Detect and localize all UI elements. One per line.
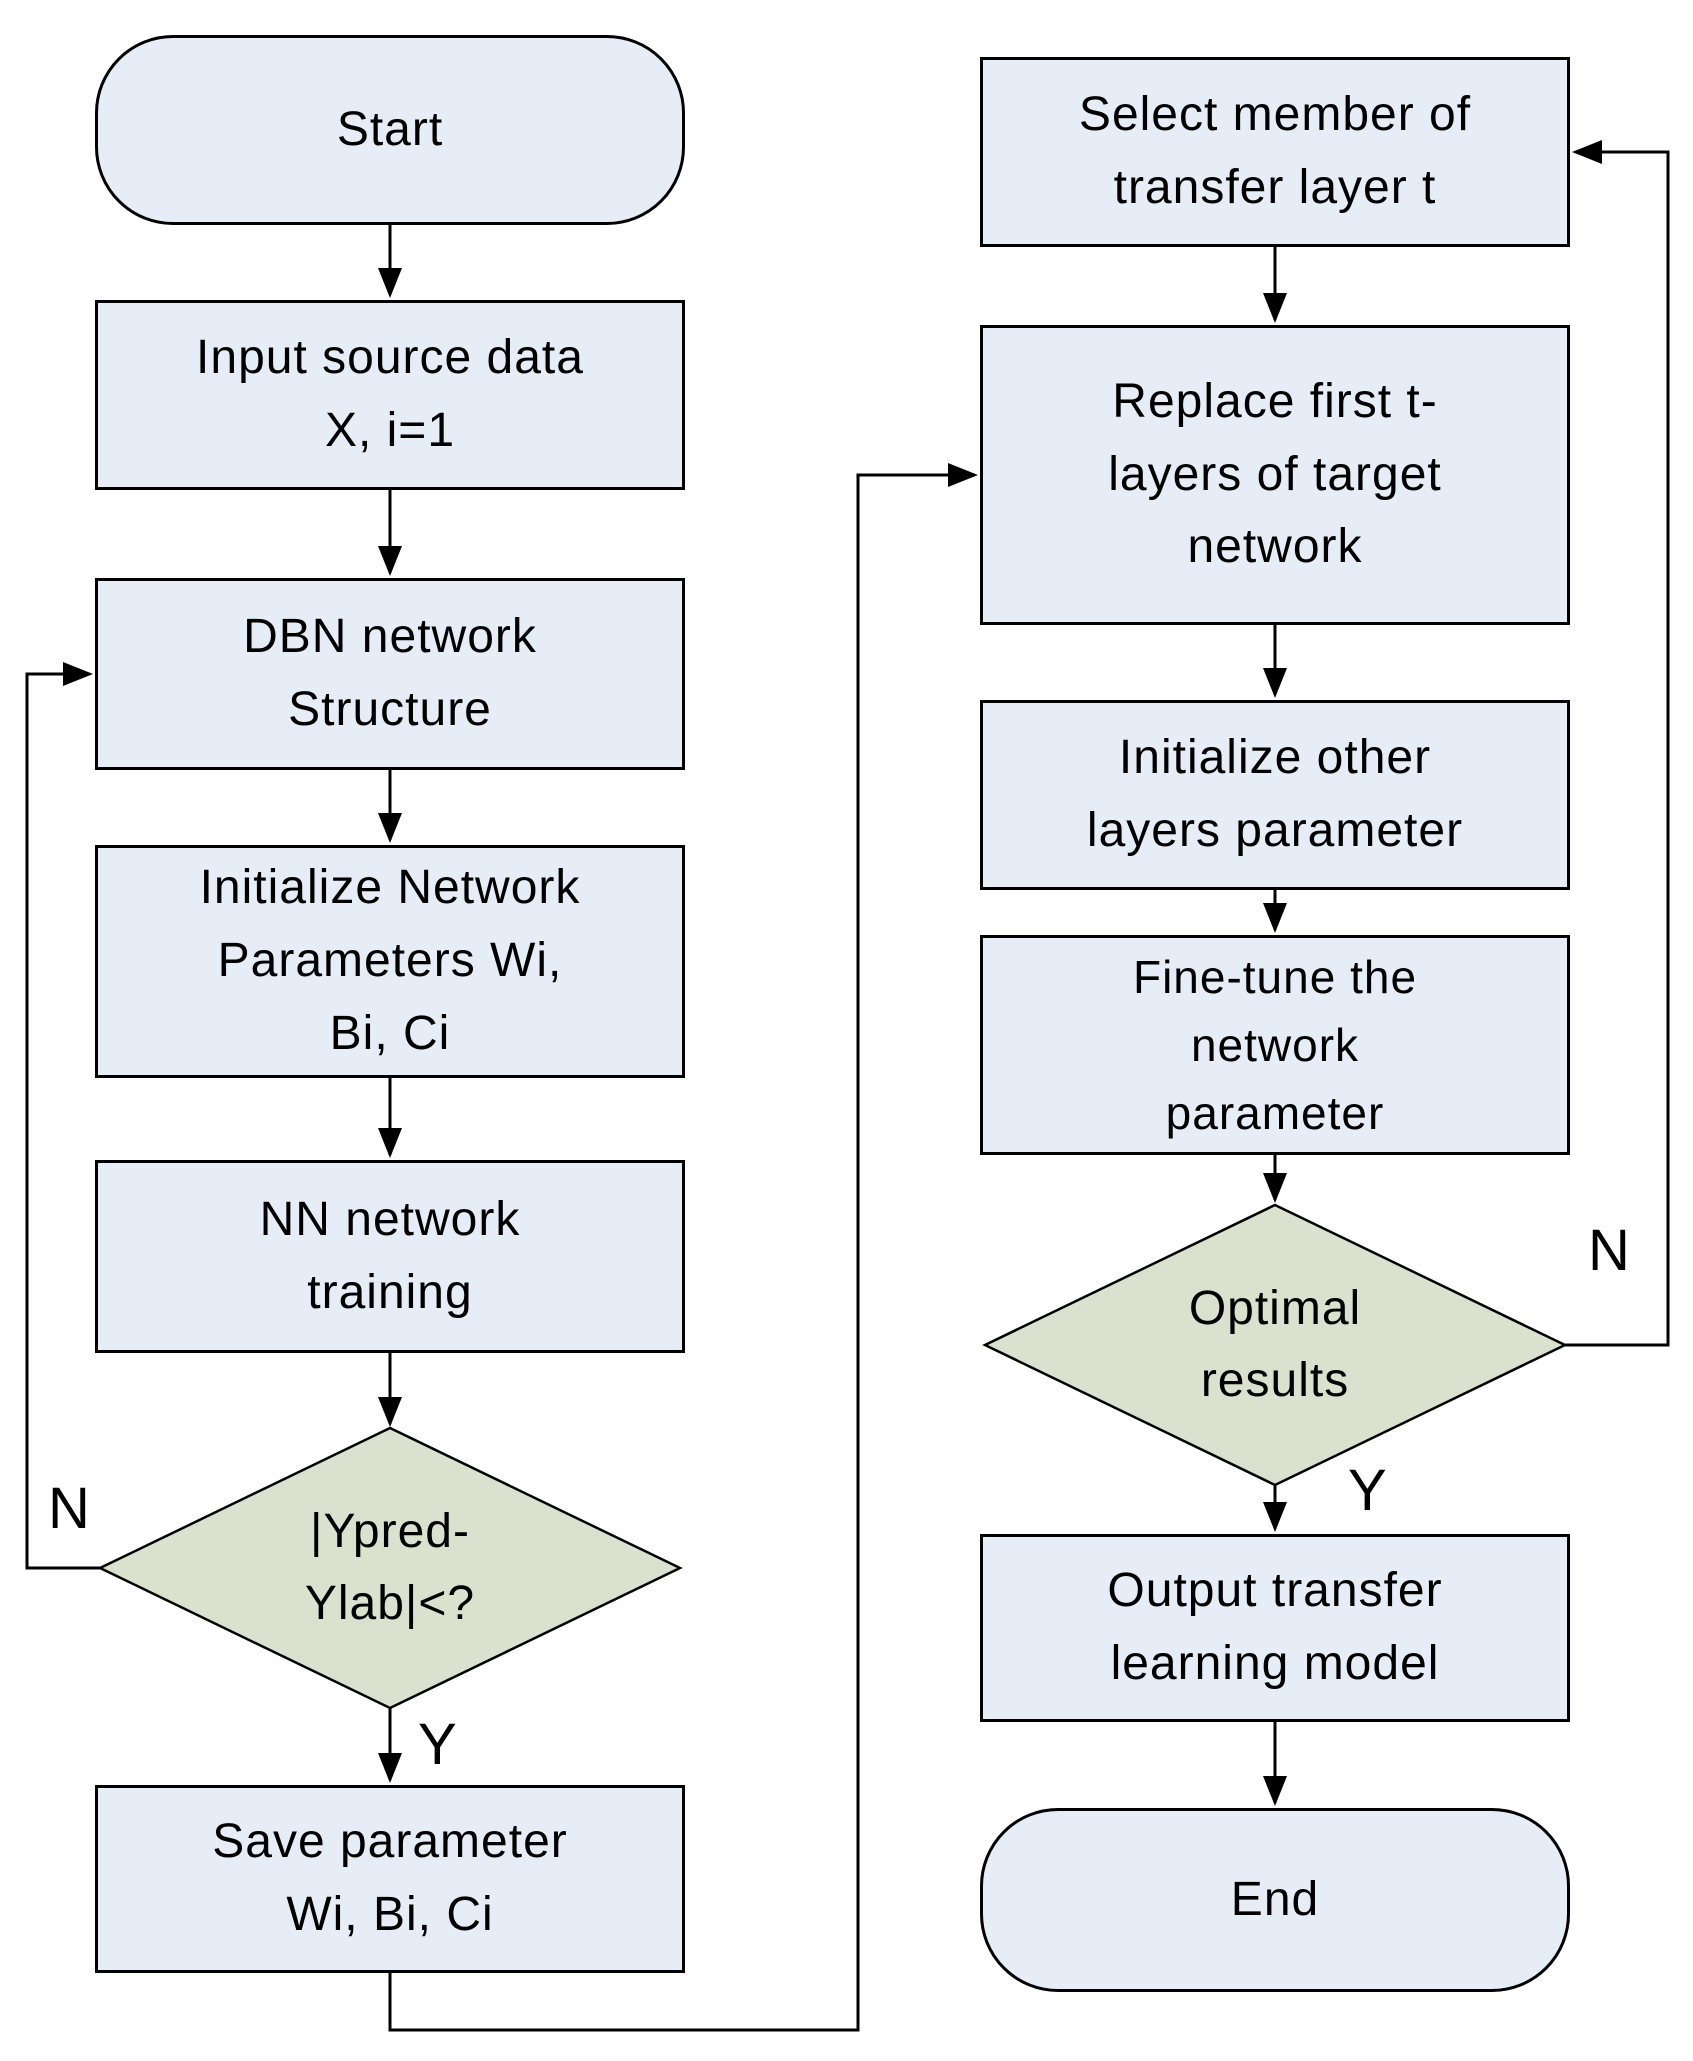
initialize-network-parameters-node: Initialize Network Parameters Wi, Bi, Ci — [95, 845, 685, 1078]
arrow-decision-no-loop — [25, 662, 100, 1570]
right-branch-yes-label: Y — [1348, 1458, 1387, 1523]
save-parameter-node: Save parameter Wi, Bi, Ci — [95, 1785, 685, 1973]
replace-layers-node: Replace first t- layers of target networ… — [980, 325, 1570, 625]
left-branch-yes-label: Y — [418, 1712, 457, 1777]
pred-check-diamond-shape — [97, 1426, 683, 1710]
right-branch-no-label: N — [1588, 1218, 1630, 1283]
start-node: Start — [95, 35, 685, 225]
nn-network-training-node: NN network training — [95, 1160, 685, 1353]
output-transfer-model-node: Output transfer learning model — [980, 1534, 1570, 1722]
arrow-optimal-no-loop — [1565, 140, 1670, 1347]
input-source-data-node: Input source data X, i=1 — [95, 300, 685, 490]
optimal-results-decision-label: Optimal results — [1188, 1282, 1362, 1407]
pred-check-decision-label: |Ypred- Ylab|<? — [304, 1505, 476, 1630]
fine-tune-node: Fine-tune the network parameter — [980, 935, 1570, 1155]
select-member-node: Select member of transfer layer t — [980, 57, 1570, 247]
arrow-save-to-replace — [388, 463, 978, 2032]
left-branch-no-label: N — [48, 1476, 90, 1541]
dbn-network-structure-node: DBN network Structure — [95, 578, 685, 770]
end-node: End — [980, 1808, 1570, 1992]
optimal-results-diamond-shape — [982, 1203, 1568, 1487]
initialize-other-layers-node: Initialize other layers parameter — [980, 700, 1570, 890]
